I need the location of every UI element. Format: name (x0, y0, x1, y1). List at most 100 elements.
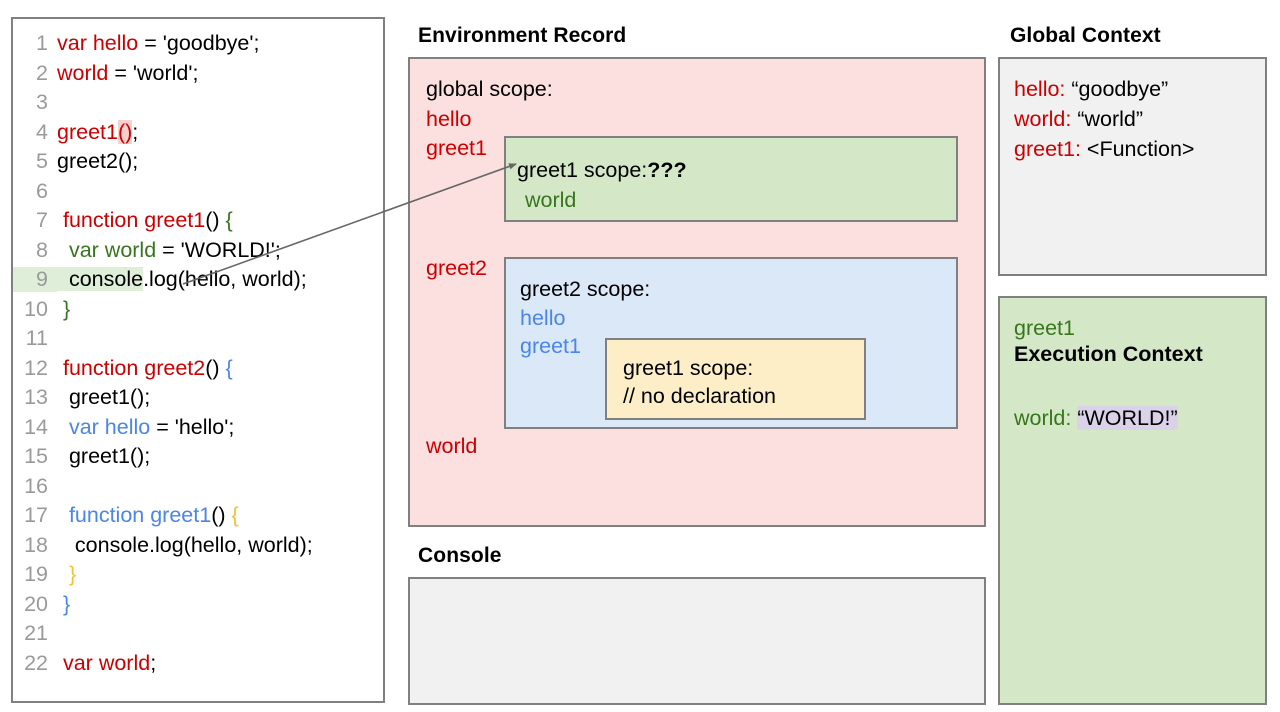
code-token: function greet1 (57, 208, 206, 232)
line-source: var world = 'WORLD!'; (57, 238, 281, 263)
code-token: = 'world'; (108, 60, 199, 85)
global-context-row: hello: “goodbye” (1014, 77, 1168, 102)
code-line[interactable]: 12 function greet2() { (13, 356, 383, 386)
line-number: 7 (36, 208, 48, 232)
line-source: world = 'world'; (57, 61, 198, 86)
code-token: console.log(hello, world); (57, 532, 313, 557)
line-number: 19 (24, 562, 48, 586)
line-source: var hello = 'goodbye'; (57, 31, 259, 56)
greet1-scope-title-row: greet1 scope:??? (517, 158, 687, 183)
line-source: greet1(); (57, 385, 150, 410)
line-number: 17 (24, 503, 48, 527)
line-number: 1 (36, 31, 48, 55)
env-binding-greet1: greet1 (426, 136, 487, 160)
greet1-scope-box: greet1 scope:??? world (504, 136, 958, 222)
code-line[interactable]: 17 function greet1() { (13, 503, 383, 533)
line-source: var world; (57, 651, 156, 676)
line-number: 12 (24, 355, 48, 380)
code-token: greet1(); (57, 444, 151, 468)
code-line[interactable]: 11 (13, 326, 383, 356)
greet2-scope-binding-greet1: greet1 (520, 334, 581, 358)
code-line[interactable]: 21 (13, 621, 383, 651)
code-line[interactable]: 14 var hello = 'hello'; (13, 415, 383, 445)
line-number: 13 (24, 385, 48, 409)
line-source: } (57, 562, 76, 587)
code-token: .log(hello, world); (143, 267, 307, 291)
execution-context-variable-value: “WORLD!” (1077, 406, 1178, 430)
code-token: } (62, 591, 71, 616)
code-line[interactable]: 16 (13, 474, 383, 504)
code-token: () (211, 503, 232, 527)
code-token: var hello (57, 31, 139, 55)
environment-record-panel: global scope: hello greet1 greet2 world … (408, 57, 986, 527)
code-token: ; (150, 650, 157, 675)
code-token: var world (57, 650, 151, 675)
line-number: 3 (36, 90, 48, 114)
code-line[interactable]: 3 (13, 90, 383, 120)
console-output-panel[interactable] (408, 577, 986, 705)
code-line-list: 1 var hello = 'goodbye'; 2 world = 'world';… (13, 31, 383, 680)
code-line[interactable]: 2 world = 'world'; (13, 61, 383, 91)
code-line[interactable]: 18 console.log(hello, world); (13, 533, 383, 563)
code-token: = 'hello'; (150, 414, 235, 439)
greet1-scope-binding-world: world (525, 188, 577, 212)
global-context-key: hello: (1014, 77, 1066, 101)
line-source: function greet1() { (57, 503, 239, 528)
code-line[interactable]: 13 greet1(); (13, 385, 383, 415)
code-token: () (205, 355, 226, 380)
code-token: greet1(); (57, 385, 151, 409)
code-line[interactable]: 10 } (13, 297, 383, 327)
line-number: 11 (25, 326, 48, 350)
code-line[interactable]: 8 var world = 'WORLD!'; (13, 238, 383, 268)
code-token: () (205, 208, 226, 232)
line-source: greet1(); (57, 119, 139, 145)
code-token-highlighted: () (117, 119, 133, 144)
greet2-scope-box: greet2 scope: hello greet1 greet1 scope:… (504, 257, 958, 429)
env-binding-world: world (426, 434, 478, 458)
global-scope-label: global scope: (426, 77, 553, 101)
nested-greet1-scope-comment: // no declaration (623, 384, 776, 408)
code-token: world (57, 60, 109, 85)
code-token: { (225, 355, 233, 380)
code-token: = 'goodbye'; (138, 31, 260, 55)
line-number: 14 (24, 414, 48, 439)
code-line[interactable]: 9 console.log(hello, world); (13, 267, 383, 297)
code-line[interactable]: 7 function greet1() { (13, 208, 383, 238)
code-line[interactable]: 5 greet2(); (13, 149, 383, 179)
code-token: greet1 (57, 119, 118, 144)
line-source: } (57, 592, 70, 617)
execution-context-title: Execution Context (1014, 342, 1203, 366)
line-source: var hello = 'hello'; (57, 415, 234, 440)
line-number: 21 (24, 621, 48, 645)
code-token: greet2(); (57, 149, 139, 173)
execution-context-variable-key: world: (1014, 406, 1072, 430)
code-line[interactable]: 19 } (13, 562, 383, 592)
line-number: 22 (24, 650, 48, 675)
line-number: 5 (36, 149, 48, 173)
line-number: 20 (24, 591, 48, 616)
code-line[interactable]: 15 greet1(); (13, 444, 383, 474)
line-number: 2 (36, 60, 48, 85)
line-number: 4 (36, 119, 48, 144)
code-line[interactable]: 22 var world; (13, 651, 383, 681)
line-source: console.log(hello, world); (57, 533, 313, 558)
greet2-scope-binding-hello: hello (520, 306, 566, 330)
global-context-panel: hello: “goodbye” world: “world” greet1: … (998, 57, 1267, 276)
execution-context-variable-row: world: “WORLD!” (1014, 406, 1178, 431)
code-line[interactable]: 1 var hello = 'goodbye'; (13, 31, 383, 61)
line-number: 15 (24, 444, 48, 468)
env-binding-hello: hello (426, 107, 472, 131)
global-context-row: greet1: <Function> (1014, 137, 1194, 162)
code-token: { (231, 503, 239, 527)
greet1-scope-unknown-marker: ??? (647, 158, 687, 182)
code-editor-panel[interactable]: 1 var hello = 'goodbye'; 2 world = 'world';… (11, 17, 385, 703)
code-line[interactable]: 4 greet1(); (13, 119, 383, 150)
code-line[interactable]: 20 } (13, 592, 383, 622)
code-line[interactable]: 6 (13, 179, 383, 209)
global-context-row: world: “world” (1014, 107, 1143, 132)
global-context-value: <Function> (1080, 137, 1195, 161)
code-token: ; (132, 119, 139, 144)
code-token: } (68, 562, 77, 586)
env-binding-greet2: greet2 (426, 256, 487, 280)
console-heading: Console (418, 544, 502, 567)
